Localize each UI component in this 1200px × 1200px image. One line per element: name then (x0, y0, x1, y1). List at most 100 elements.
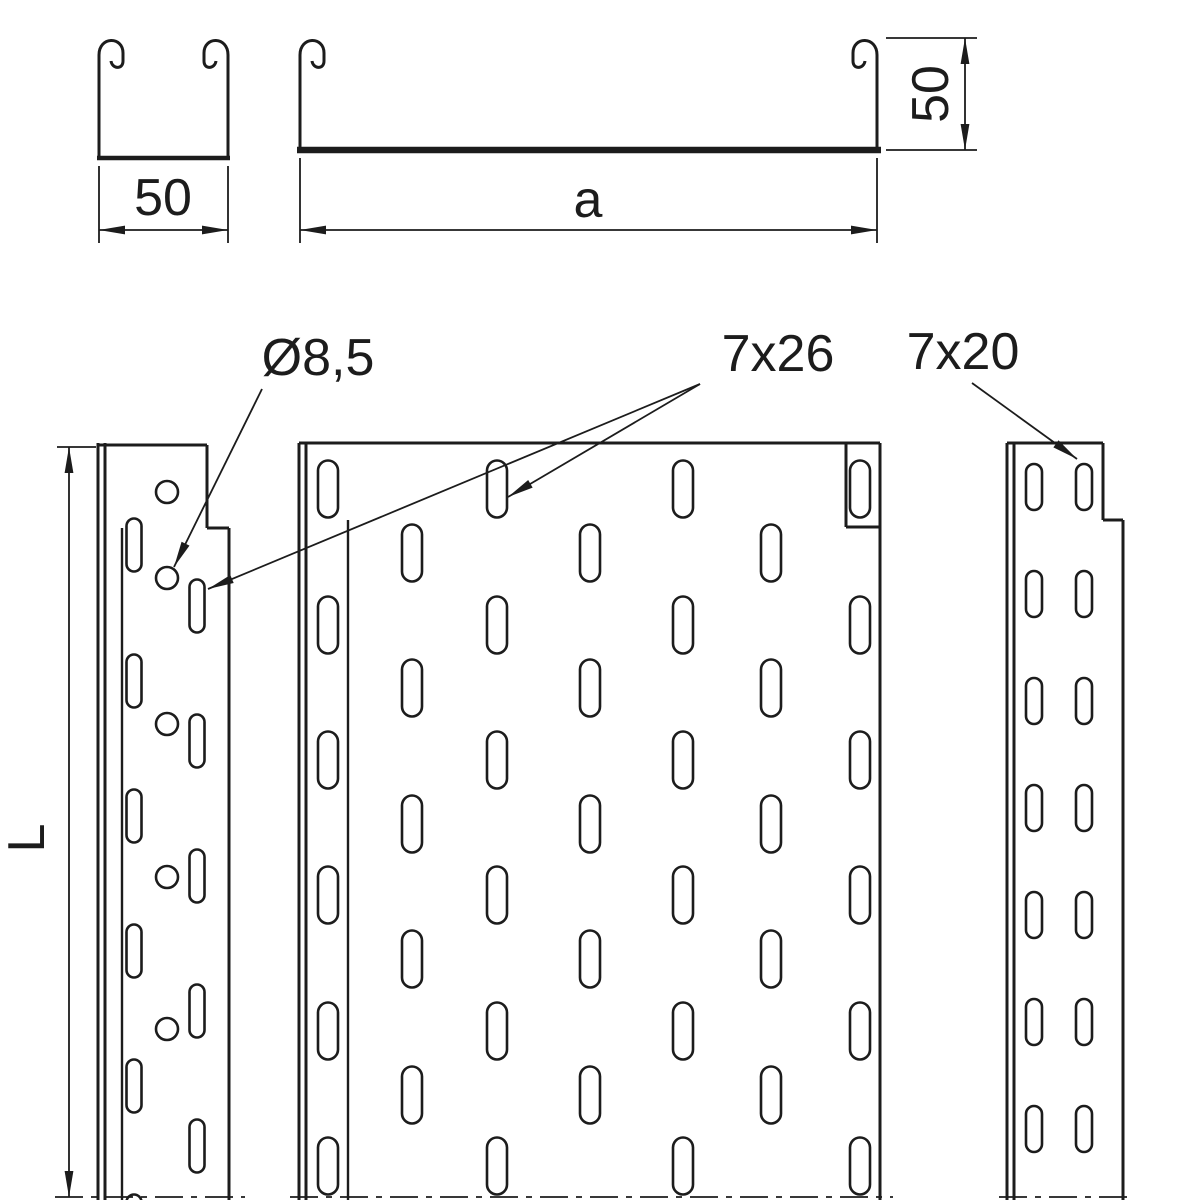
slot-7x26 (188, 578, 206, 634)
slot-7x26 (188, 848, 206, 904)
slot-7x20 (1074, 462, 1094, 512)
slot-7x26 (400, 1065, 424, 1125)
slot-7x26 (316, 1136, 340, 1196)
slot-7x26 (485, 865, 509, 925)
slot-7x26 (759, 1065, 783, 1125)
slot-7x26 (400, 794, 424, 854)
slot-7x26 (125, 653, 143, 709)
slot-7x26 (759, 929, 783, 989)
slot-7x26 (578, 658, 602, 718)
dim-height-label: 50 (902, 65, 960, 123)
side-view-main (297, 441, 882, 1200)
callouts: Ø8,5 7x26 7x20 (173, 323, 1078, 590)
round-hole-8-5 (154, 711, 180, 737)
slot-7x26 (125, 1058, 143, 1114)
end-view-small (97, 39, 230, 161)
slot-7x26 (188, 1118, 206, 1174)
side-view-left (96, 443, 231, 1200)
slot-7x26 (578, 1065, 602, 1125)
side-view-right (1005, 441, 1125, 1200)
round-hole-8-5 (154, 864, 180, 890)
slot-7x20 (1074, 1104, 1094, 1154)
end-view-main (297, 39, 881, 154)
round-hole-column (154, 479, 180, 1042)
leader-slot-side (971, 382, 1078, 460)
slot-7x26 (671, 865, 695, 925)
slot-7x26 (316, 1001, 340, 1061)
slot-7x26 (848, 730, 872, 790)
slot-7x26 (848, 1001, 872, 1061)
slot-7x26 (485, 1136, 509, 1196)
slot-7x26 (848, 595, 872, 655)
slot-7x26 (125, 517, 143, 573)
slot-7x26 (578, 794, 602, 854)
slot-7x20 (1024, 462, 1044, 512)
slot-7x26 (578, 523, 602, 583)
perforation-field (1024, 462, 1094, 1154)
dim-length: L (0, 446, 96, 1197)
hole-diameter-label: Ø8,5 (262, 329, 375, 387)
slot-7x26 (485, 1001, 509, 1061)
slot-7x26 (578, 929, 602, 989)
slot-7x26 (485, 459, 509, 519)
slot-7x20 (1074, 890, 1094, 940)
slot-7x26 (485, 595, 509, 655)
round-hole-8-5 (154, 565, 180, 591)
slot-7x26 (125, 788, 143, 844)
slot-7x20 (1024, 997, 1044, 1047)
perforation-column (125, 517, 143, 1200)
slot-7x26 (759, 658, 783, 718)
slot-7x26 (671, 1136, 695, 1196)
slot-7x26 (316, 730, 340, 790)
slot-7x20 (1074, 997, 1094, 1047)
slot-7x20 (1024, 783, 1044, 833)
slot-7x20 (1024, 1104, 1044, 1154)
slot-7x26 (316, 865, 340, 925)
slot-7x26 (400, 523, 424, 583)
round-hole-8-5 (154, 479, 180, 505)
slot-7x26 (848, 459, 872, 519)
dim-length-label: L (0, 824, 56, 853)
slot-7x26 (671, 1001, 695, 1061)
slot-7x20 (1074, 676, 1094, 726)
slot-7x26 (400, 658, 424, 718)
slot-7x26 (188, 713, 206, 769)
slot-7x26 (759, 523, 783, 583)
slot-7x26 (400, 929, 424, 989)
round-hole-8-5 (154, 1016, 180, 1042)
slot-7x26 (671, 459, 695, 519)
slot-7x20 (1074, 783, 1094, 833)
dim-width-main: a (299, 158, 878, 243)
hem-hook-right (851, 39, 879, 86)
perforation-field (316, 459, 872, 1196)
slot-7x26 (848, 1136, 872, 1196)
dim-width-main-label: a (574, 171, 603, 229)
hem-hook-right (202, 39, 230, 86)
slot-main-label: 7x26 (722, 325, 835, 383)
slot-7x26 (848, 865, 872, 925)
slot-7x26 (759, 794, 783, 854)
slot-7x26 (316, 595, 340, 655)
slot-7x26 (188, 983, 206, 1039)
leader-slot-main-panel (507, 383, 701, 498)
slot-7x26 (316, 459, 340, 519)
leader-slot-main-flange (207, 383, 701, 590)
slot-side-label: 7x20 (907, 323, 1020, 381)
slot-7x20 (1074, 569, 1094, 619)
leader-hole-diameter (173, 388, 263, 568)
slot-7x20 (1024, 569, 1044, 619)
hem-hook-left (97, 39, 125, 86)
dim-width-small: 50 (98, 166, 229, 243)
hem-hook-left (298, 39, 326, 86)
slot-7x26 (125, 1193, 143, 1200)
slot-7x20 (1024, 890, 1044, 940)
slot-7x26 (671, 595, 695, 655)
perforation-column (188, 578, 206, 1174)
slot-7x26 (125, 923, 143, 979)
slot-7x20 (1024, 676, 1044, 726)
slot-7x26 (671, 730, 695, 790)
slot-7x26 (485, 730, 509, 790)
dim-height: 50 (886, 37, 977, 151)
